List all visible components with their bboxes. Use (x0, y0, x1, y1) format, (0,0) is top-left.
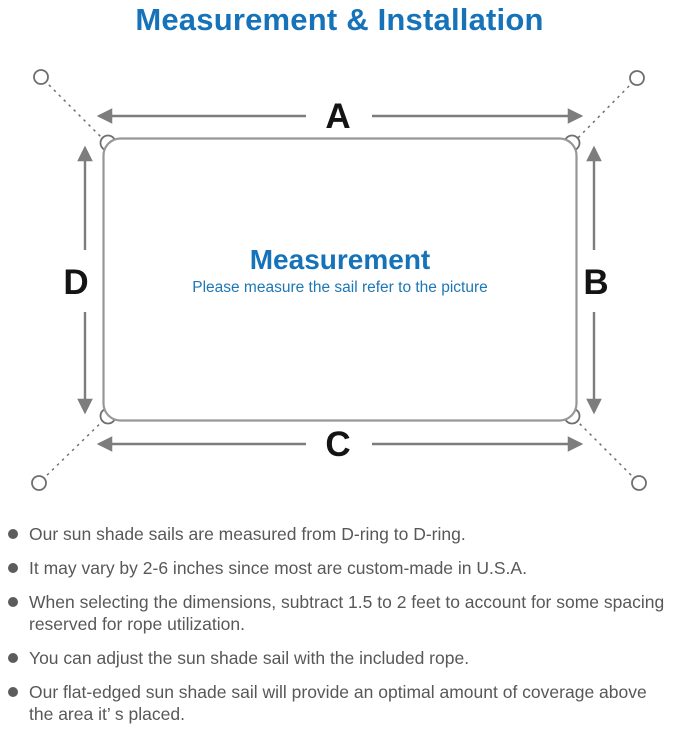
anchor-point-top-right (629, 70, 645, 86)
bullet-icon (8, 597, 18, 607)
dimension-label-d: D (63, 263, 88, 302)
bullet-icon (8, 653, 18, 663)
dimension-label-b: B (583, 263, 608, 302)
note-item: It may vary by 2-6 inches since most are… (8, 557, 673, 579)
note-item: You can adjust the sun shade sail with t… (8, 647, 673, 669)
dimension-label-a: A (325, 97, 350, 136)
bullet-icon (8, 529, 18, 539)
note-text: It may vary by 2-6 inches since most are… (29, 558, 527, 578)
anchor-point-bottom-right (631, 475, 647, 491)
note-text: You can adjust the sun shade sail with t… (29, 648, 470, 668)
page-title: Measurement & Installation (135, 2, 544, 37)
diagram-center-subtitle: Please measure the sail refer to the pic… (192, 279, 488, 296)
sail-outline (102, 137, 578, 422)
notes-list: Our sun shade sails are measured from D-… (0, 523, 679, 737)
dimension-label-c: C (325, 425, 350, 464)
rope-bottom-right (569, 413, 637, 481)
bullet-icon (8, 687, 18, 697)
measurement-diagram: A C D B Measurement Please measure the s… (31, 69, 647, 491)
anchor-point-top-left (33, 69, 49, 85)
anchor-point-bottom-left (31, 475, 47, 491)
diagram-center-title: Measurement (250, 244, 431, 275)
rope-top-right (569, 80, 635, 147)
note-item: Our flat-edged sun shade sail will provi… (8, 681, 673, 725)
note-item: When selecting the dimensions, subtract … (8, 591, 673, 635)
note-item: Our sun shade sails are measured from D-… (8, 523, 673, 545)
note-text: When selecting the dimensions, subtract … (29, 592, 665, 634)
rope-top-left (43, 79, 111, 147)
note-text: Our sun shade sails are measured from D-… (29, 524, 466, 544)
note-text: Our flat-edged sun shade sail will provi… (29, 682, 647, 724)
bullet-icon (8, 563, 18, 573)
rope-bottom-left (41, 413, 111, 481)
